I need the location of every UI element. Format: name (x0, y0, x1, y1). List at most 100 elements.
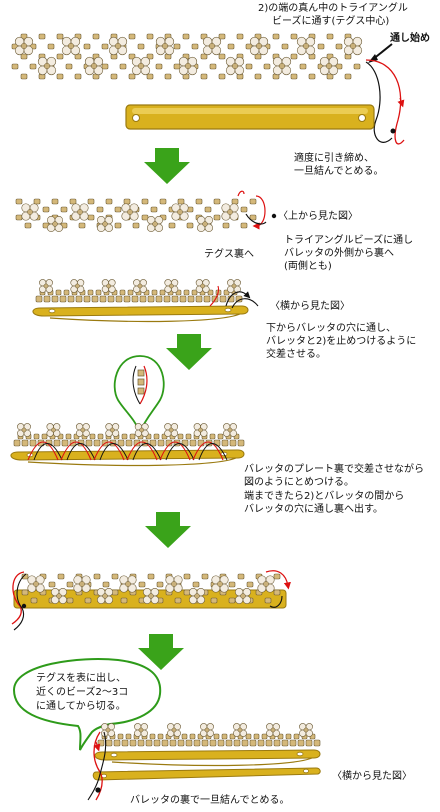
flower-motif-icon (178, 56, 198, 76)
bead (225, 739, 233, 747)
bead (177, 739, 185, 747)
step2-desc-line2: バレッタの外側から裏へ (284, 248, 394, 259)
bead (15, 198, 23, 205)
bead (222, 222, 230, 229)
flower-motif-icon (146, 215, 163, 232)
bead (249, 214, 257, 221)
bead (97, 433, 104, 440)
step1-tighten-line1: 適度に引き締め、 (294, 153, 374, 164)
bead (56, 73, 64, 80)
flower-motif-icon (272, 56, 292, 76)
flower-motif-icon (165, 575, 183, 593)
bead (249, 739, 257, 747)
bead (169, 739, 177, 747)
bead (60, 206, 68, 213)
bead (146, 33, 154, 40)
bead (57, 573, 65, 580)
bead (137, 43, 145, 50)
flower-motif-icon (200, 723, 214, 737)
bead (35, 295, 43, 303)
step3-desc-line3: 交差させる。 (266, 349, 326, 360)
bead (85, 439, 93, 447)
barrette-side (94, 749, 321, 761)
step4-desc-line1: バレッタのプレート裏で交差させながら (244, 464, 424, 475)
bead (189, 439, 197, 447)
bead (125, 439, 133, 447)
bead (61, 439, 69, 447)
flower-motif-icon (167, 723, 181, 737)
bead (137, 739, 145, 747)
bead (92, 33, 100, 40)
bead (254, 73, 262, 80)
flower-motif-icon (73, 575, 91, 593)
bead (326, 73, 334, 80)
bead (173, 63, 181, 70)
bead (149, 439, 157, 447)
bead (174, 597, 182, 604)
step-arrow-3-icon (145, 512, 191, 548)
bead (65, 433, 72, 440)
bead (193, 739, 201, 747)
zoom-bubble-step4 (113, 355, 165, 435)
bead (114, 222, 122, 229)
step1-note-line2: ビーズに通す(テグス中心) (272, 16, 390, 27)
bead (99, 295, 107, 303)
bead (123, 198, 131, 205)
barrette-side (10, 449, 245, 461)
bead (257, 739, 265, 747)
bead (185, 433, 192, 440)
thread-step6 (87, 731, 107, 801)
bead (149, 733, 156, 740)
bead (189, 733, 196, 740)
bead (163, 295, 171, 303)
bead (201, 739, 209, 747)
bead (317, 43, 325, 50)
bead (139, 295, 147, 303)
bead (111, 573, 119, 580)
bead (97, 739, 105, 747)
bead (133, 439, 141, 447)
bead (15, 214, 23, 221)
bead (43, 295, 51, 303)
flower-motif-icon (97, 215, 113, 232)
bead (221, 733, 228, 740)
bead (344, 73, 352, 80)
flower-motif-icon (46, 423, 61, 437)
bead (93, 573, 101, 580)
thread-step1 (365, 59, 405, 145)
bead (195, 198, 203, 205)
bead (228, 597, 236, 604)
bead (227, 43, 235, 50)
bead (119, 289, 126, 296)
bead (201, 573, 209, 580)
bead (261, 733, 268, 740)
bead (13, 439, 21, 447)
thread-step3 (209, 285, 259, 309)
bead (150, 206, 158, 213)
bead (83, 295, 91, 303)
side-view-assembly-1 (32, 279, 259, 323)
bead (263, 63, 271, 70)
bead (218, 53, 226, 60)
bead (326, 33, 334, 40)
bead (51, 295, 59, 303)
step6-bubble-line3: に通してから切る。 (36, 701, 126, 712)
bead (171, 295, 179, 303)
flower-motif-icon (108, 36, 128, 56)
flower-motif-icon (196, 215, 213, 232)
bead (131, 295, 139, 303)
flower-motif-icon (70, 279, 85, 293)
bead (146, 73, 154, 80)
step3-desc-line1: 下からバレッタの穴に通し、 (266, 323, 396, 334)
bead (65, 63, 73, 70)
flower-motif-icon (27, 575, 45, 593)
bead (30, 597, 38, 604)
bead (210, 597, 218, 604)
flower-motif-icon (319, 56, 339, 76)
bead (41, 433, 48, 440)
thread-step2 (237, 190, 277, 230)
bead (264, 597, 272, 604)
bead (183, 573, 191, 580)
bead (308, 73, 316, 80)
